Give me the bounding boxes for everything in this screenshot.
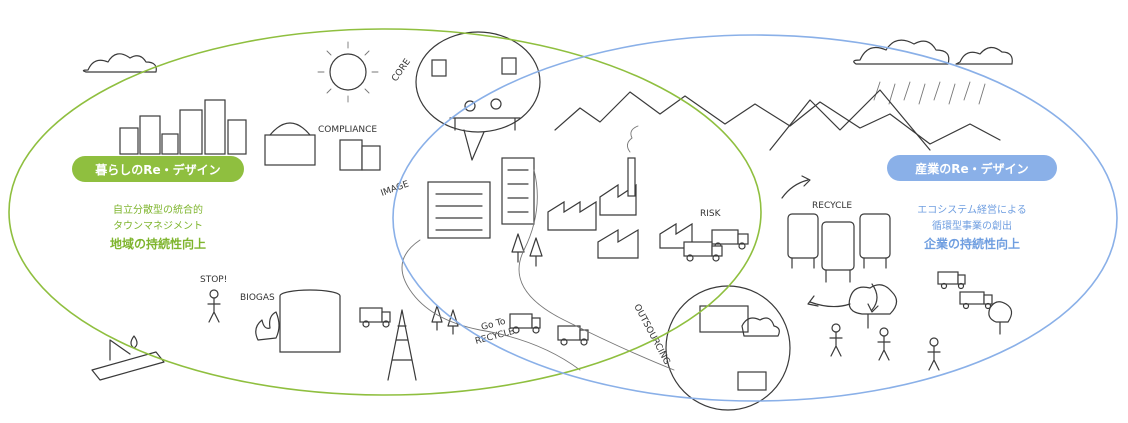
living-redesign-ellipse [8,28,762,396]
outsourcing-circle [665,285,791,411]
caption-highlight: 企業の持続性向上 [923,237,1020,251]
mountain-range [554,91,1001,145]
caption-line: タウンマネジメント [113,221,203,232]
thought-bubble [415,31,541,161]
office-building [427,157,535,239]
caption-line: エコシステム経営による [917,205,1027,216]
industry-redesign-ellipse [392,34,1118,402]
city-skyline [119,99,316,166]
stop-label: STOP! [200,275,227,285]
factory-cluster [547,125,693,259]
caption-line: 自立分散型の統合的 [113,205,203,216]
flame-icon [255,311,280,341]
cloud-icon [955,46,1013,65]
caption-highlight: 地域の持続性向上 [109,237,206,251]
truck-icon [683,241,723,262]
caption-line: 循環型事業の創出 [932,221,1012,232]
tree-group [431,233,1013,335]
cloud-icon [853,39,950,65]
compliance-label: COMPLIANCE [318,125,377,135]
truck-icon [509,313,541,334]
truck-icon [937,271,966,290]
truck-icon [959,291,993,310]
people-group [207,289,941,371]
recycle-tanks [787,213,891,283]
boat-icon [91,339,165,381]
book-icon [339,139,381,171]
truck-icon [711,229,749,250]
living-redesign-badge: 暮らしのRe・デザイン [72,156,244,182]
truck-icon [359,307,391,328]
rain-icon [873,81,986,105]
sun-icon [317,41,379,103]
industry-redesign-badge: 産業のRe・デザイン [887,155,1057,181]
winding-road [401,169,675,371]
truck-icon [557,325,589,346]
biogas-label: BIOGAS [240,293,275,303]
core-label: CORE [390,57,413,84]
recycle-label: RECYCLE [812,201,852,211]
cycle-arrows-icon [781,175,879,313]
industry-redesign-caption: エコシステム経営による 循環型事業の創出 企業の持続性向上 [887,203,1057,254]
water-drop-icon [130,335,138,349]
biogas-plant [255,289,341,353]
risk-label: RISK [700,209,722,219]
cloud-icon [82,53,157,73]
living-redesign-caption: 自立分散型の統合的 タウンマネジメント 地域の持続性向上 [72,203,244,254]
mountain-range [769,89,931,151]
power-tower [387,309,417,381]
